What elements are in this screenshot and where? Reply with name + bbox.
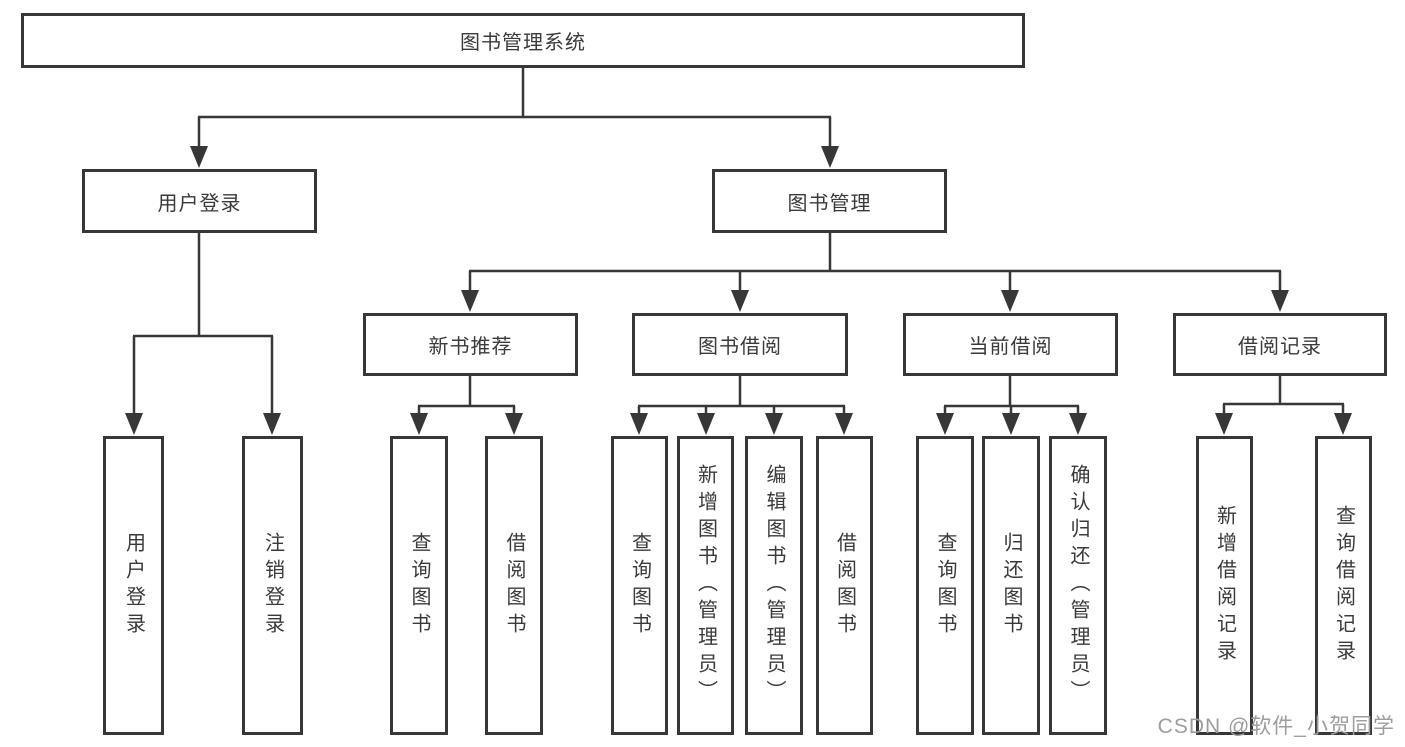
node-label: 注销登录 bbox=[261, 531, 284, 640]
node-label: 图书管理系统 bbox=[460, 32, 586, 54]
node-label: 查询图书 bbox=[408, 531, 430, 640]
leaf-borrow-books-borrowing: 借阅图书 bbox=[816, 436, 873, 735]
csdn-watermark: CSDN @软件_小贺同学 bbox=[1157, 715, 1395, 738]
node-borrowing-records: 借阅记录 bbox=[1173, 313, 1387, 376]
node-user-login-branch: 用户登录 bbox=[82, 169, 317, 233]
node-label: 借阅图书 bbox=[833, 531, 856, 640]
node-label: 确认归还（管理员） bbox=[1067, 464, 1089, 707]
node-root-system: 图书管理系统 bbox=[21, 13, 1025, 68]
node-label: 归还图书 bbox=[1000, 531, 1022, 640]
node-label: 用户登录 bbox=[122, 531, 145, 640]
node-label: 借阅图书 bbox=[503, 531, 525, 640]
leaf-query-books-current: 查询图书 bbox=[916, 436, 974, 735]
node-label: 编辑图书（管理员） bbox=[763, 464, 785, 707]
leaf-edit-books-admin: 编辑图书（管理员） bbox=[745, 436, 803, 735]
leaf-return-books: 归还图书 bbox=[982, 436, 1040, 735]
node-label: 新书推荐 bbox=[428, 336, 513, 358]
leaf-borrow-books-recommend: 借阅图书 bbox=[485, 436, 543, 735]
leaf-add-borrow-record: 新增借阅记录 bbox=[1196, 436, 1253, 735]
node-label: 用户登录 bbox=[157, 192, 242, 215]
leaf-logout: 注销登录 bbox=[242, 436, 303, 735]
leaf-query-books-borrowing: 查询图书 bbox=[611, 436, 668, 735]
leaf-confirm-return-admin: 确认归还（管理员） bbox=[1049, 436, 1107, 735]
node-label: 查询图书 bbox=[628, 531, 651, 640]
leaf-query-borrow-record: 查询借阅记录 bbox=[1315, 436, 1372, 735]
node-current-borrowing: 当前借阅 bbox=[903, 313, 1118, 376]
node-label: 借阅记录 bbox=[1238, 336, 1322, 358]
leaf-add-books-admin: 新增图书（管理员） bbox=[677, 436, 734, 735]
node-book-borrowing: 图书借阅 bbox=[632, 313, 848, 376]
node-label: 图书管理 bbox=[787, 192, 872, 215]
node-label: 查询借阅记录 bbox=[1332, 504, 1355, 667]
node-label: 图书借阅 bbox=[698, 336, 782, 358]
node-label: 查询图书 bbox=[934, 531, 956, 640]
node-new-book-recommend: 新书推荐 bbox=[363, 313, 578, 376]
node-label: 当前借阅 bbox=[968, 336, 1053, 358]
node-book-management-branch: 图书管理 bbox=[712, 169, 947, 233]
node-label: 新增借阅记录 bbox=[1213, 504, 1236, 667]
node-label: 新增图书（管理员） bbox=[694, 464, 717, 707]
leaf-query-books-recommend: 查询图书 bbox=[390, 436, 448, 735]
leaf-user-login: 用户登录 bbox=[103, 436, 164, 735]
